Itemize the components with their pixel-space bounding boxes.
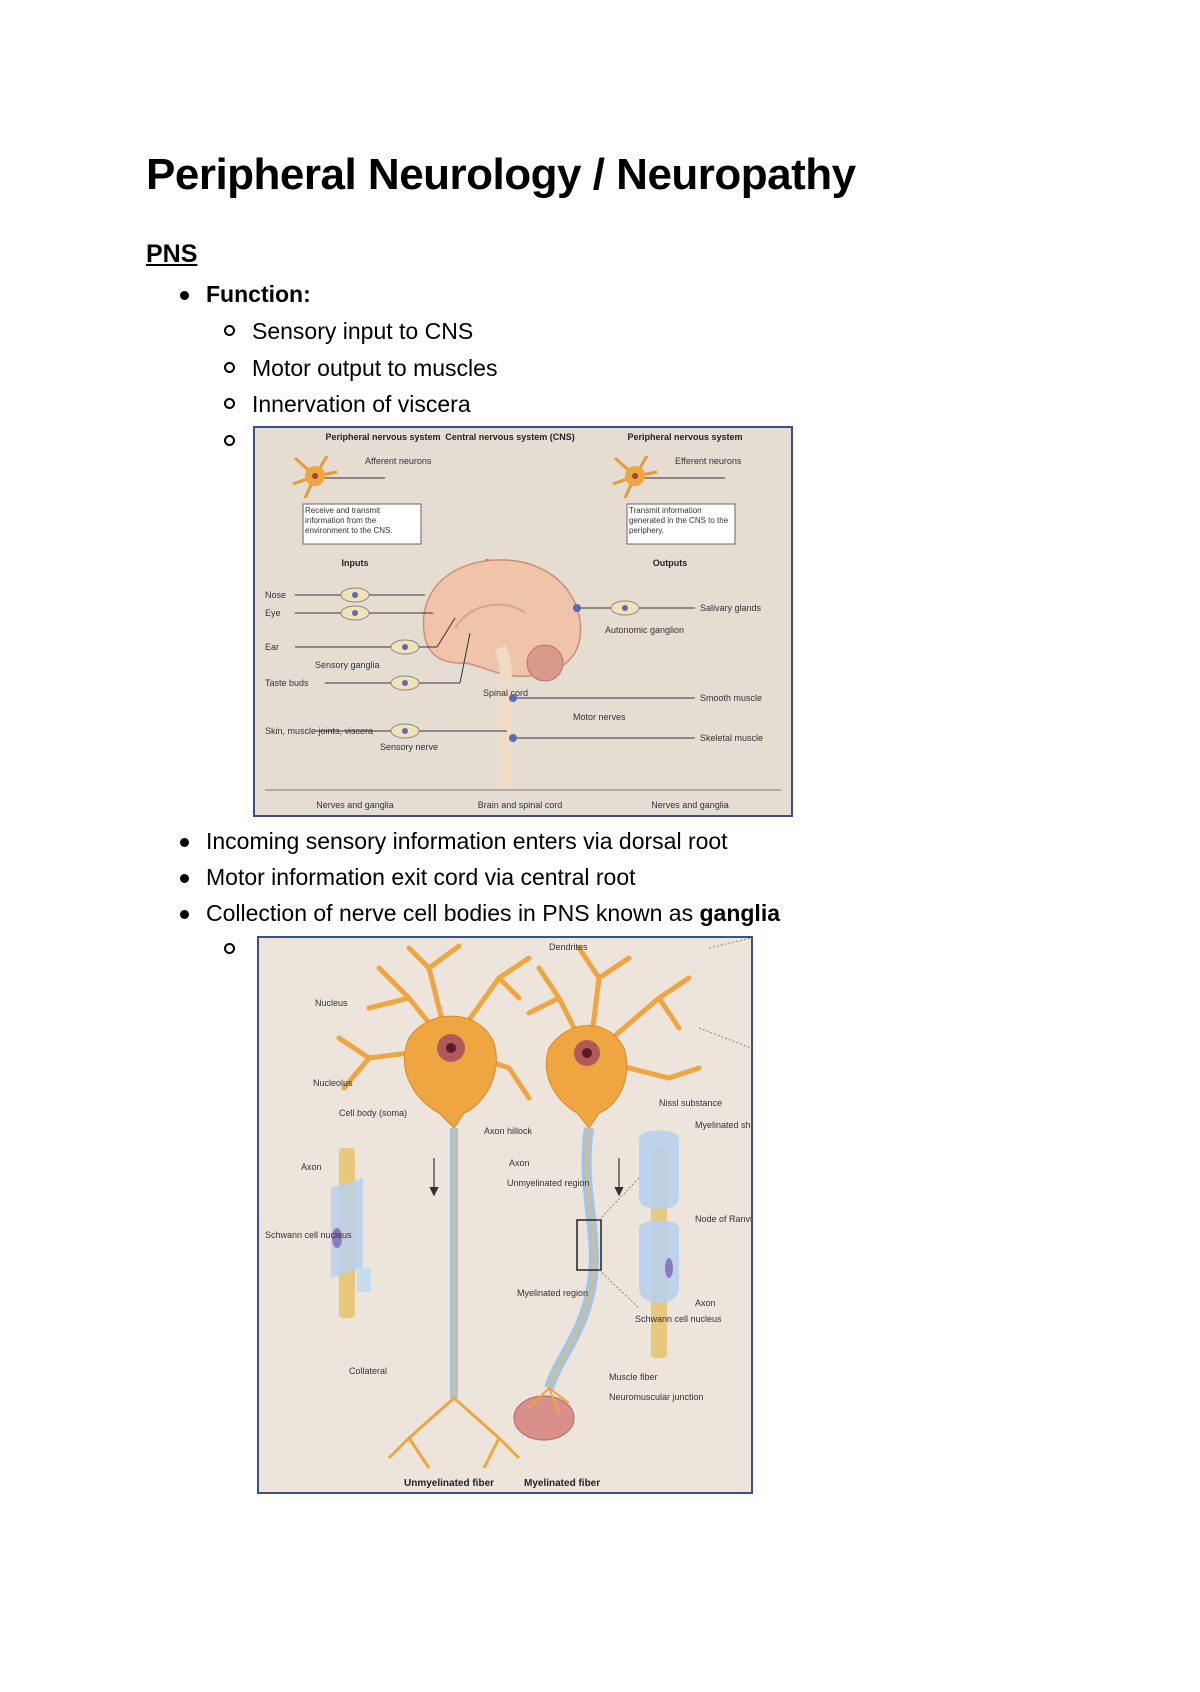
muscle-fiber-icon: [513, 1395, 575, 1441]
dendrites-label: Dendrites: [549, 942, 588, 952]
myelinated-sheath-label: Myelinated sheath: [695, 1120, 751, 1130]
spinal-cord-label: Spinal cord: [483, 688, 528, 698]
receive-box: [302, 503, 422, 545]
cns-header: Central nervous system (CNS): [445, 432, 575, 442]
unmyelinated-fiber-caption: Unmyelinated fiber: [404, 1478, 494, 1489]
pns-left-header: Peripheral nervous system: [325, 432, 440, 442]
page-title: Peripheral Neurology / Neuropathy: [146, 150, 856, 199]
brain-illustration: [422, 559, 582, 792]
function-item-sensory: Sensory input to CNS: [252, 318, 474, 344]
nucleolus-icon: [446, 1043, 456, 1053]
sub-bullet-circle: [224, 325, 235, 336]
output-node: [509, 694, 517, 702]
sub-bullet-circle: [224, 398, 235, 409]
ganglia-prefix: Collection of nerve cell bodies in PNS k…: [206, 900, 700, 926]
bullet-dot: [180, 874, 189, 883]
efferent-label: Efferent neurons: [675, 456, 742, 466]
afferent-label: Afferent neurons: [365, 456, 432, 466]
bullet-dot: [180, 838, 189, 847]
myelinated-region-label: Myelinated region: [517, 1288, 588, 1298]
sensory-nerve-label: Sensory nerve: [380, 742, 438, 752]
myelin-inset-right: [639, 1130, 679, 1358]
nmj-label: Neuromuscular junction: [609, 1392, 704, 1402]
collateral-label: Collateral: [349, 1366, 387, 1376]
direction-arrows: [429, 1158, 624, 1197]
transmit-box: [626, 503, 736, 545]
muscle-fiber-label: Muscle fiber: [609, 1372, 658, 1382]
transmit-box-text: Transmit information generated in the CN…: [629, 506, 729, 535]
bullet-ganglia: Collection of nerve cell bodies in PNS k…: [206, 900, 780, 927]
axon-mid-label: Axon: [509, 1158, 530, 1168]
nucleus-label: Nucleus: [315, 998, 348, 1008]
taste-label: Taste buds: [265, 678, 309, 688]
ganglia-term: ganglia: [699, 900, 780, 926]
function-label: Function:: [206, 281, 311, 307]
axon-hillock-label: Axon hillock: [484, 1126, 533, 1136]
output-node: [573, 604, 581, 612]
nervous-system-diagram: Peripheral nervous system Central nervou…: [255, 428, 791, 815]
dendrite-branches: [336, 943, 702, 1101]
myelinated-fiber-caption: Myelinated fiber: [524, 1478, 600, 1489]
axon-right-label: Axon: [695, 1298, 716, 1308]
section-heading-pns: PNS: [146, 240, 198, 268]
nervous-system-figure: Peripheral nervous system Central nervou…: [253, 426, 793, 817]
bullet-dorsal-root: Incoming sensory information enters via …: [206, 828, 728, 854]
inputs-label: Inputs: [342, 558, 369, 568]
receive-box-text: Receive and transmit information from th…: [305, 506, 393, 535]
output-node: [509, 734, 517, 742]
autonomic-label: Autonomic ganglion: [605, 625, 684, 635]
motor-nerves-label: Motor nerves: [573, 712, 626, 722]
footer-right: Nerves and ganglia: [651, 800, 729, 810]
footer-left: Nerves and ganglia: [316, 800, 394, 810]
pns-right-header: Peripheral nervous system: [627, 432, 742, 442]
neuron-structure-figure: Dendrites Nucleus Nucleolus Cell body (s…: [257, 936, 753, 1494]
spinal-cord-shape: [499, 687, 513, 792]
bullet-dot: [180, 910, 189, 919]
ear-label: Ear: [265, 642, 279, 652]
eye-label: Eye: [265, 608, 281, 618]
nucleolus-label: Nucleolus: [313, 1078, 353, 1088]
cell-body-left: [403, 1015, 497, 1129]
function-item-viscera: Innervation of viscera: [252, 391, 471, 417]
footer-mid: Brain and spinal cord: [478, 800, 563, 810]
sub-bullet-circle: [224, 943, 235, 954]
node-ranvier-label: Node of Ranvier: [695, 1214, 751, 1224]
function-item-motor: Motor output to muscles: [252, 355, 498, 381]
outputs-label: Outputs: [653, 558, 688, 568]
sub-bullet-circle: [224, 435, 235, 446]
afferent-neuron-icon: [292, 455, 385, 499]
unmyelinated-region-label: Unmyelinated region: [507, 1178, 590, 1188]
zoom-box: [576, 1219, 602, 1271]
sub-bullet-circle: [224, 362, 235, 373]
sensory-ganglia-label: Sensory ganglia: [315, 660, 380, 670]
nose-label: Nose: [265, 590, 286, 600]
salivary-label: Salivary glands: [700, 603, 762, 613]
skeletal-muscle-label: Skeletal muscle: [700, 733, 763, 743]
schwann-right-label: Schwann cell nucleus: [635, 1314, 722, 1324]
neuron-structure-diagram: Dendrites Nucleus Nucleolus Cell body (s…: [259, 938, 751, 1492]
cell-body-label: Cell body (soma): [339, 1108, 407, 1118]
cell-body-right: [545, 1025, 628, 1129]
efferent-neuron-icon: [612, 455, 725, 499]
smooth-muscle-label: Smooth muscle: [700, 693, 762, 703]
sensory-ganglion-icons: [340, 587, 420, 739]
schwann-left-label: Schwann cell nucleus: [265, 1230, 352, 1240]
collateral-branches: [387, 1396, 521, 1469]
bullet-dot: [180, 291, 189, 300]
schwann-inset-left: [331, 1148, 371, 1318]
nissl-label: Nissl substance: [659, 1098, 722, 1108]
bullet-central-root: Motor information exit cord via central …: [206, 864, 636, 890]
axon-left-label: Axon: [301, 1162, 322, 1172]
